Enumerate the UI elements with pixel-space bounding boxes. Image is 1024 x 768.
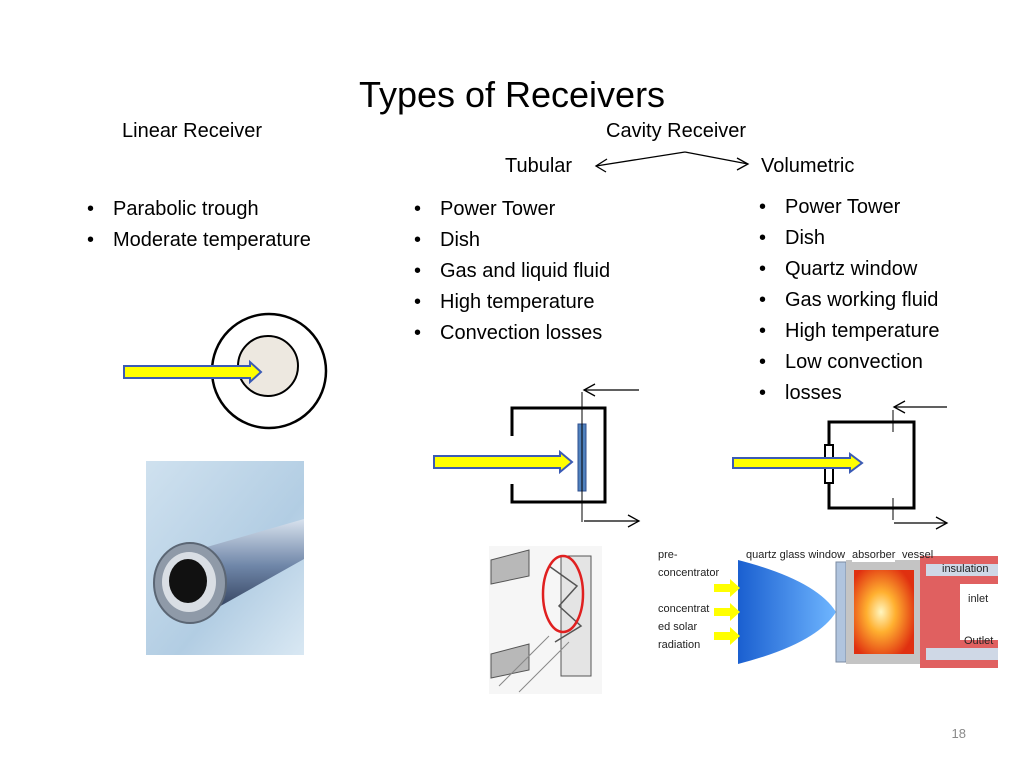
slide-title: Types of Receivers [358, 74, 666, 115]
list-item: Power Tower [408, 194, 610, 225]
list-item: Parabolic trough [81, 194, 311, 225]
photo-label-quartz: quartz glass window [746, 549, 846, 561]
list-item: Gas and liquid fluid [408, 256, 610, 287]
photo-label-vessel: vessel [902, 549, 934, 561]
photo-label-radiation: radiation [658, 639, 701, 651]
list-item: Dish [753, 223, 940, 254]
volumetric-heading: Volumetric [761, 155, 855, 177]
linear-receiver-heading: Linear Receiver [122, 120, 263, 142]
tubular-heading: Tubular [505, 155, 573, 177]
page-number: 18 [951, 726, 966, 741]
photo-label-concentrat: concentrat [658, 603, 710, 615]
list-item: Gas working fluid [753, 285, 940, 316]
cavity-receiver-heading: Cavity Receiver [606, 120, 747, 142]
photo-label-absorber: absorber [852, 548, 896, 562]
list-item: Convection losses [408, 318, 610, 349]
photo-label-outlet: Outlet [964, 635, 994, 647]
photo-label-pre: pre- [658, 549, 678, 561]
list-item: Power Tower [753, 192, 940, 223]
incoming-radiation-arrow [433, 449, 574, 475]
list-item: High temperature [408, 287, 610, 318]
list-item: Quartz window [753, 254, 940, 285]
incoming-radiation-arrow [123, 359, 263, 385]
highlight-circle [541, 554, 585, 634]
tubular-cavity-photo [489, 546, 602, 694]
list-item: Low convection [753, 347, 940, 378]
tubular-bullet-list: Power Tower Dish Gas and liquid fluid Hi… [408, 194, 610, 349]
photo-label-concentrator: concentrator [658, 567, 720, 579]
receiver-tube-photo [146, 461, 304, 655]
photo-label-insulation: insulation [942, 563, 989, 575]
photo-label-ed-solar: ed solar [658, 621, 698, 633]
volumetric-bullet-list: Power Tower Dish Quartz window Gas worki… [753, 192, 940, 409]
list-item: Dish [408, 225, 610, 256]
list-item: High temperature [753, 316, 940, 347]
list-item: Moderate temperature [81, 225, 311, 256]
photo-label-inlet: inlet [968, 593, 989, 605]
list-item-continuation: losses [753, 378, 940, 409]
incoming-radiation-arrow [732, 452, 864, 474]
volumetric-cross-section-photo: pre- concentrator quartz glass window ab… [656, 546, 998, 678]
linear-bullet-list: Parabolic trough Moderate temperature [81, 194, 311, 256]
